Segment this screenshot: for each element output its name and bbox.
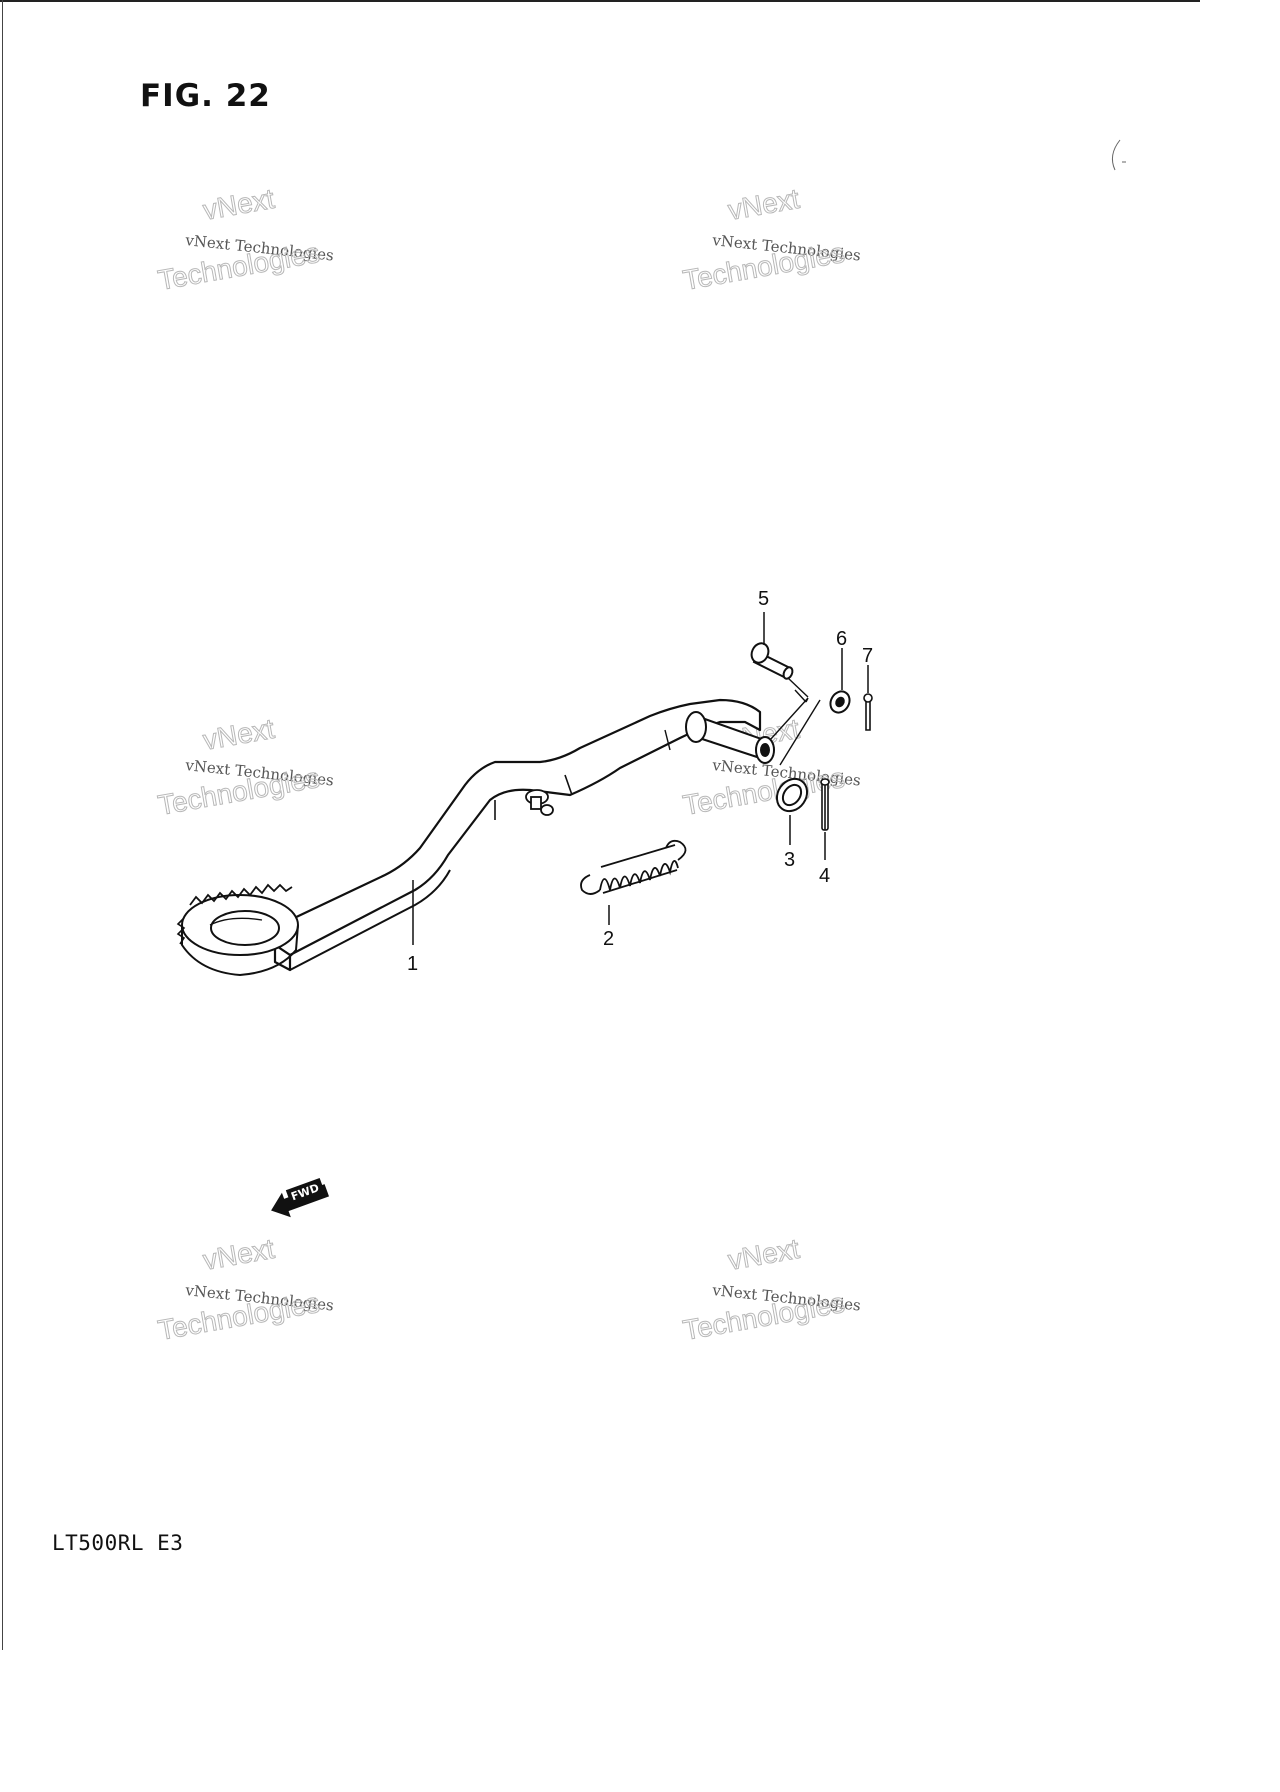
brake-pedal-lever [273, 698, 762, 972]
svg-text:vNext: vNext [201, 1233, 277, 1276]
foot-pad [176, 883, 299, 977]
callout-7: 7 [862, 645, 873, 667]
callout-2: 2 [603, 928, 614, 950]
watermark-top-left: vNext vNext Technologies Technologies [155, 182, 335, 296]
assembly-guide-lines [769, 677, 821, 766]
svg-text:vNext: vNext [726, 183, 802, 226]
top-border-line [0, 0, 1200, 2]
washer-part-6 [829, 690, 851, 714]
watermark-bottom-right: vNext vNext Technologies Technologies [680, 1232, 862, 1346]
cotter-pin-part-7 [863, 693, 873, 731]
return-spring [580, 839, 687, 895]
pivot-shaft [685, 711, 775, 764]
spring-hook-post [525, 789, 554, 816]
svg-text:vNext: vNext [726, 1233, 802, 1276]
pin-part-4 [820, 778, 830, 831]
figure-title: FIG. 22 [140, 78, 271, 114]
corner-mark [1111, 139, 1126, 171]
callout-1: 1 [407, 953, 418, 975]
washer-part-3 [775, 777, 809, 813]
callout-6: 6 [836, 628, 847, 650]
model-code: LT500RL E3 [52, 1531, 184, 1555]
left-border-line [2, 0, 3, 1650]
leader-lines [412, 612, 869, 945]
watermark-bottom-left: vNext vNext Technologies Technologies [155, 1232, 335, 1346]
callout-4: 4 [819, 865, 830, 887]
callout-3: 3 [784, 849, 795, 871]
watermark-middle-left: vNext vNext Technologies Technologies [155, 712, 335, 821]
svg-text:vNext: vNext [201, 713, 277, 756]
callout-labels: 1 2 3 4 5 6 7 [407, 588, 873, 975]
svg-text:vNext: vNext [201, 183, 277, 226]
watermark-top-right: vNext vNext Technologies Technologies [680, 182, 862, 296]
forward-arrow-icon: FWD [271, 1177, 330, 1218]
clevis-bolt-part-5 [750, 642, 794, 680]
callout-5: 5 [758, 588, 769, 610]
